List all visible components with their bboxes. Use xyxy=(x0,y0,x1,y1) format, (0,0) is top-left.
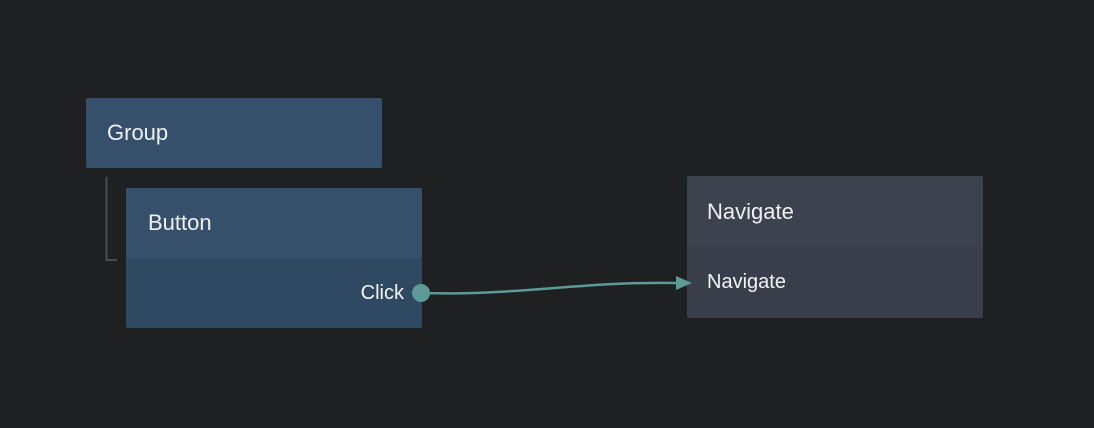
group-button-tree-connector xyxy=(105,177,117,261)
group-node-title: Group xyxy=(107,120,169,145)
click-output-port-label: Click xyxy=(360,281,404,304)
navigate-action-label: Navigate xyxy=(707,271,786,293)
wire-click-to-navigate[interactable] xyxy=(420,281,679,295)
node-button[interactable]: Button Click xyxy=(126,188,422,328)
group-node-header[interactable]: Group xyxy=(86,98,382,168)
button-node-header[interactable]: Button xyxy=(126,188,422,258)
button-node-title: Button xyxy=(148,210,212,235)
node-group[interactable]: Group xyxy=(86,98,382,168)
navigate-action-row[interactable]: Navigate xyxy=(687,247,983,318)
button-click-output-row[interactable]: Click xyxy=(126,258,422,328)
node-navigate[interactable]: Navigate Navigate xyxy=(687,176,983,318)
navigate-node-header[interactable]: Navigate xyxy=(687,176,983,247)
navigate-node-title: Navigate xyxy=(707,198,794,224)
